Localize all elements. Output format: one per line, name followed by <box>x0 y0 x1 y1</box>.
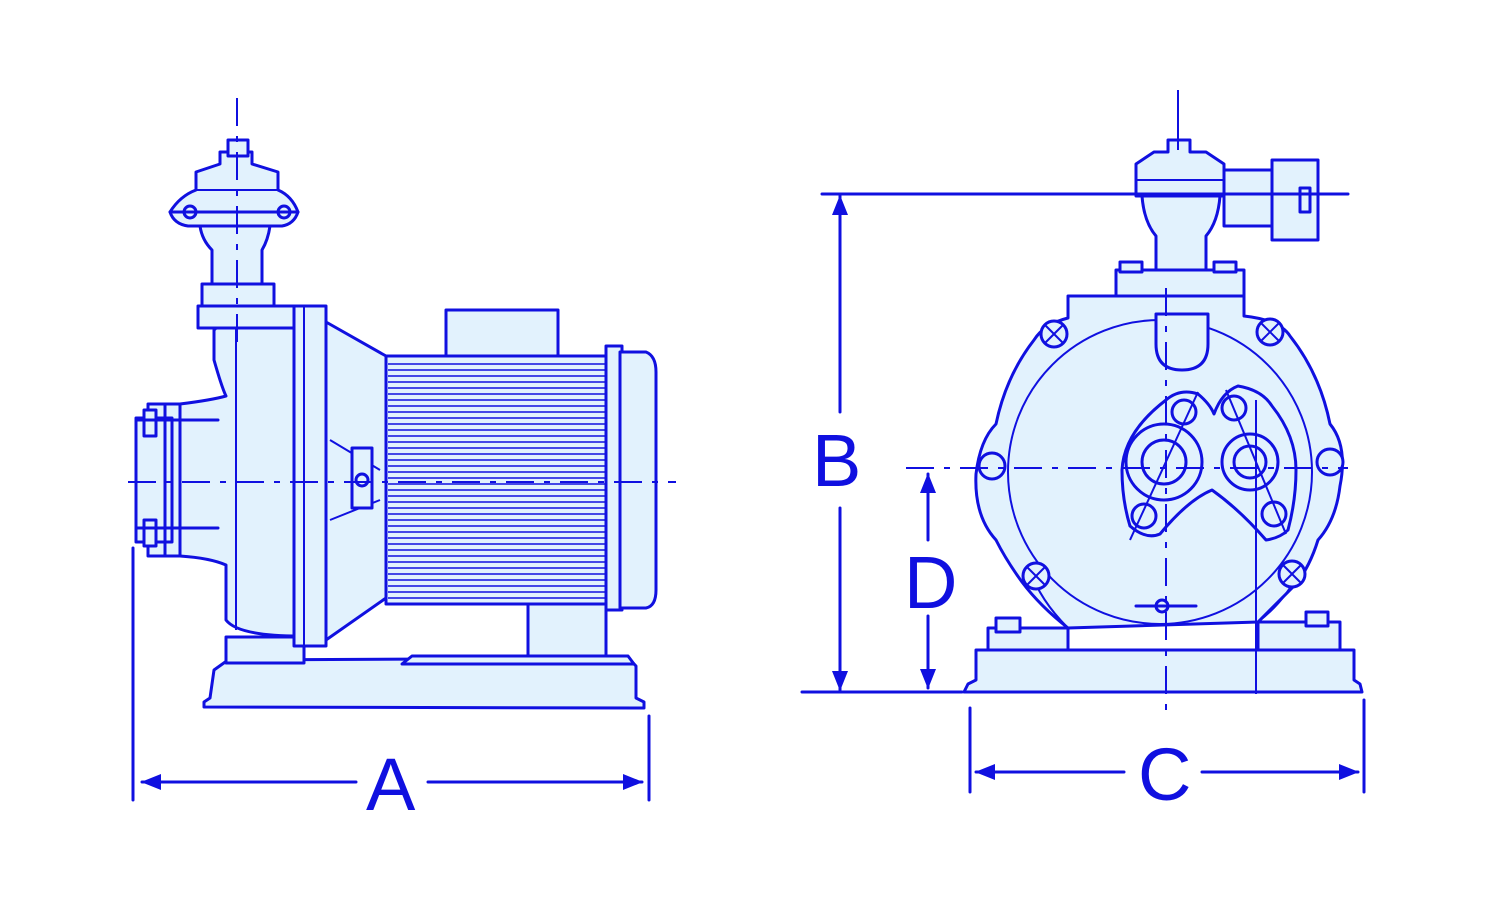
side-view <box>128 98 676 710</box>
front-foot-right <box>1256 620 1342 652</box>
side-motor-fins <box>388 363 606 599</box>
dimension-label-b: B <box>812 419 862 502</box>
side-casing-flange <box>292 304 328 648</box>
side-base-raised <box>400 654 636 666</box>
side-valve-neck <box>198 224 272 286</box>
front-top-flange <box>1114 268 1246 298</box>
front-top-bolt-left <box>1118 260 1144 274</box>
front-lug-bolts <box>977 317 1345 591</box>
side-suction-bolt-top <box>142 408 158 438</box>
side-discharge-flange-low <box>196 304 296 330</box>
dimension-label-d: D <box>904 541 958 624</box>
dimension-label-c: C <box>1138 733 1192 816</box>
front-valve-body <box>1134 138 1226 198</box>
front-top-bolt-right <box>1212 260 1238 274</box>
front-port-left-inner <box>1140 438 1188 486</box>
side-front-foot <box>224 635 306 665</box>
front-bolt-left <box>994 616 1022 634</box>
front-bolt-right <box>1304 610 1330 628</box>
side-fan-cover <box>618 350 658 610</box>
front-valve-wheel-hub <box>1298 186 1312 214</box>
side-shaft-plug <box>354 472 370 488</box>
front-valve-arm <box>1222 168 1278 228</box>
side-pump-casing <box>178 308 302 638</box>
side-suction-bolt-bottom <box>142 518 158 548</box>
side-terminal-box <box>444 308 560 358</box>
front-valve-neck <box>1140 194 1222 272</box>
dimension-lines <box>131 192 1366 802</box>
side-rear-foot <box>526 598 608 658</box>
front-slot <box>1154 312 1210 372</box>
front-base-plate <box>962 648 1364 694</box>
dimension-label-a: A <box>366 743 416 826</box>
front-view <box>906 90 1364 710</box>
